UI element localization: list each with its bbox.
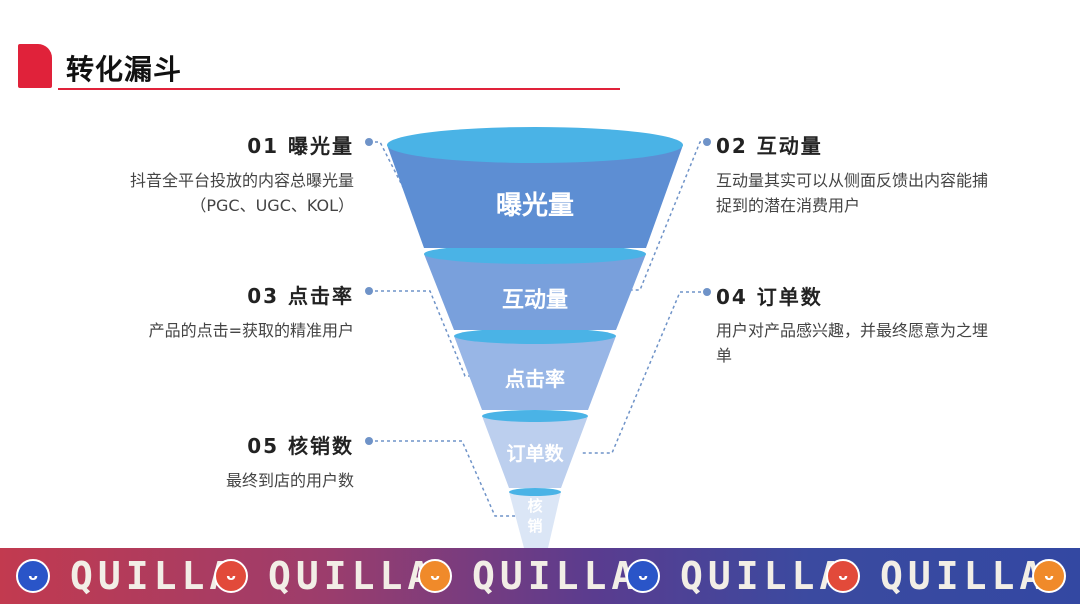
funnel-label-4: 订单数	[506, 442, 564, 465]
stage-02-desc-line2: 捉到的潜在消费用户	[716, 196, 861, 215]
funnel-diagram: 曝光量 互动量 点击率 订单数 核 销	[365, 127, 711, 548]
brand-item-1: ᴗ QUILLA	[16, 548, 237, 604]
brand-wordmark: QUILLA	[70, 554, 238, 598]
stage-04-title: 04 订单数	[716, 285, 823, 309]
brand-face-icon: ᴗ	[626, 559, 660, 593]
brand-item-6: ᴗ	[1032, 548, 1066, 604]
funnel-layer-3-shape	[454, 336, 616, 410]
connector-dot-05	[365, 437, 373, 445]
brand-wordmark: QUILLA	[472, 554, 640, 598]
funnel-layer-1-rim	[387, 127, 683, 163]
stage-03-desc: 产品的点击=获取的精准用户	[149, 318, 354, 343]
brand-item-2: ᴗ QUILLA	[214, 548, 435, 604]
connector-03	[369, 290, 480, 377]
connector-dot-03	[365, 287, 373, 295]
funnel-label-5a: 核	[527, 497, 542, 515]
stage-05-title: 05 核销数	[247, 434, 354, 458]
funnel-label-5b: 销	[527, 517, 542, 535]
page-title: 转化漏斗	[66, 53, 183, 86]
stage-05-desc: 最终到店的用户数	[226, 468, 354, 493]
brand-face-icon: ᴗ	[1032, 559, 1066, 593]
funnel-layer-3-rim	[454, 328, 616, 344]
stage-03-desc-line1: 产品的点击=获取的精准用户	[148, 321, 354, 340]
stage-04-desc-line2: 单	[716, 346, 733, 365]
stage-02-desc: 互动量其实可以从侧面反馈出内容能捕 捉到的潜在消费用户	[716, 168, 1066, 218]
brand-wordmark: QUILLA	[268, 554, 436, 598]
funnel-label-2: 互动量	[502, 288, 568, 313]
stage-02-desc-line1: 互动量其实可以从侧面反馈出内容能捕	[716, 171, 989, 190]
stage-01-desc-line1: 抖音全平台投放的内容总曝光量	[129, 171, 354, 190]
brand-face-icon: ᴗ	[826, 559, 860, 593]
connector-04	[580, 291, 707, 454]
funnel-layer-1-shape	[387, 145, 683, 248]
connector-dot-02	[703, 138, 711, 146]
funnel-layer-4-rim	[482, 410, 588, 422]
stage-01-desc: 抖音全平台投放的内容总曝光量 （PGC、UGC、KOL）	[130, 168, 354, 218]
funnel-layer-4-shape	[482, 416, 588, 488]
brand-item-4: ᴗ QUILLA	[626, 548, 847, 604]
stage-04-desc-line1: 用户对产品感兴趣，并最终愿意为之埋	[716, 321, 989, 340]
brand-item-3: ᴗ QUILLA	[418, 548, 639, 604]
connector-dot-04	[703, 288, 711, 296]
stage-02-title: 02 互动量	[716, 134, 823, 158]
stage-01-desc-line2: （PGC、UGC、KOL）	[190, 196, 354, 215]
funnel-layer-5-shape	[509, 492, 561, 548]
brand-item-5: ᴗ QUILLA	[826, 548, 1047, 604]
brand-footer-strip: ᴗ QUILLA ᴗ QUILLA ᴗ QUILLA ᴗ QUILLA ᴗ QU…	[0, 548, 1080, 604]
stage-04-desc: 用户对产品感兴趣，并最终愿意为之埋 单	[716, 318, 1066, 368]
brand-face-icon: ᴗ	[418, 559, 452, 593]
brand-face-icon: ᴗ	[214, 559, 248, 593]
connector-dot-01	[365, 138, 373, 146]
title-accent-block	[18, 44, 52, 88]
funnel-layer-2-rim	[424, 244, 646, 264]
brand-wordmark: QUILLA	[880, 554, 1048, 598]
funnel-label-3: 点击率	[505, 367, 565, 391]
stage-05-desc-line1: 最终到店的用户数	[225, 471, 354, 490]
funnel-label-1: 曝光量	[496, 191, 574, 221]
brand-wordmark: QUILLA	[680, 554, 848, 598]
stage-03-title: 03 点击率	[247, 284, 354, 308]
title-underline	[58, 88, 620, 90]
funnel-layer-5-rim	[509, 488, 561, 496]
stage-01-title: 01 曝光量	[247, 134, 354, 158]
funnel-layer-2-shape	[424, 254, 646, 330]
connector-05	[369, 440, 520, 517]
brand-face-icon: ᴗ	[16, 559, 50, 593]
